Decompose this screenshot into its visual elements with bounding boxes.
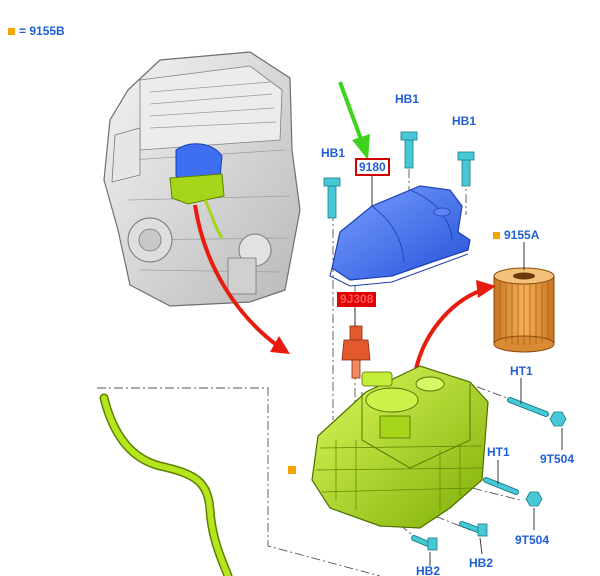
fuel-filter-cover-illustration [329,185,471,287]
bolt-icon [411,535,438,551]
callout-cover-part-number: 9180 [355,158,390,176]
red-arrow-housing-to-filter [412,280,496,381]
callout-sensor-part-number: 9J308 [337,292,377,307]
callout-hb1-middle: HB1 [395,92,420,106]
callout-hb2-right: HB2 [469,556,494,570]
bolt-icon [459,521,488,537]
nut-icon [549,411,567,427]
callout-hb1-left: HB1 [321,146,346,160]
water-in-fuel-sensor-illustration [341,325,371,379]
green-arrow-to-cover [338,81,370,160]
fuel-filter-element-illustration [493,267,555,353]
callout-9t504-lower: 9T504 [515,533,550,547]
callout-hb2-left: HB2 [416,566,441,576]
engine-illustration [103,51,301,307]
legend-marker [8,27,15,35]
bolt-icon [400,131,418,169]
legend-marker [493,231,500,239]
callout-hb1-right: HB1 [452,114,477,128]
bolt-icon [483,477,519,495]
nut-icon [525,491,543,507]
legend: = 9155B [8,24,65,38]
callout-filter-element-label: 9155A [504,228,540,242]
callout-ht1-lower: HT1 [487,445,510,459]
fuel-filter-housing-illustration [311,365,489,529]
red-arrow-engine-to-housing [193,204,290,354]
callout-filter-element: 9155A [493,228,539,242]
bolt-icon [457,151,475,187]
legend-text: = 9155B [19,24,65,38]
housing-legend-marker [288,466,296,474]
bolt-icon [323,177,341,219]
callout-9t504-upper: 9T504 [540,452,575,466]
leader-lines [354,176,563,566]
bolt-icon [507,397,549,417]
fuel-hose-illustration [99,393,233,576]
callout-ht1-upper: HT1 [510,364,533,378]
